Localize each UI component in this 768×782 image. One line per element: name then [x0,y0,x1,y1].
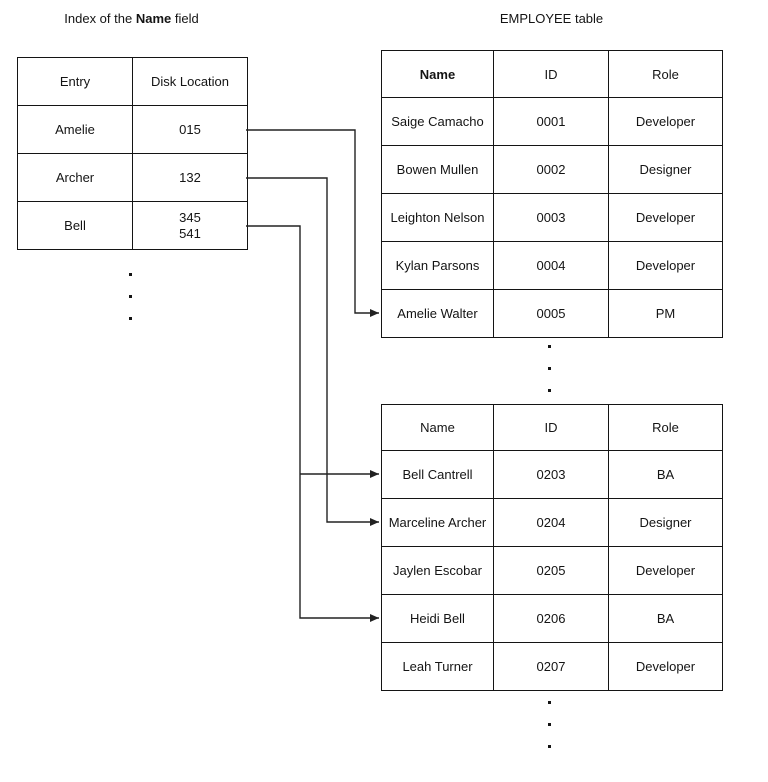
cell-name: Marceline Archer [381,498,494,547]
cell-role: BA [608,594,723,643]
cell-id: 0204 [493,498,609,547]
column-header-role: Role [608,50,723,98]
cell-role: Developer [608,97,723,146]
cell-name: Bowen Mullen [381,145,494,194]
cell-id: 0003 [493,193,609,242]
table-row: Saige Camacho 0001 Developer [381,97,723,146]
cell-name: Leighton Nelson [381,193,494,242]
table-row: Archer 132 [17,153,248,202]
index-title-suffix: field [171,11,199,26]
table-row: Kylan Parsons 0004 Developer [381,241,723,290]
cell-name: Kylan Parsons [381,241,494,290]
column-header-id: ID [493,50,609,98]
table-row: Heidi Bell 0206 BA [381,594,723,643]
table-row: Amelie Walter 0005 PM [381,289,723,338]
column-header-id: ID [493,404,609,451]
table-row: Leah Turner 0207 Developer [381,642,723,691]
cell-role: Designer [608,498,723,547]
cell-disk-location: 345 541 [132,201,248,250]
employee-header-row: Name ID Role [381,404,723,451]
column-header-entry: Entry [17,57,133,106]
cell-id: 0001 [493,97,609,146]
cell-role: Developer [608,642,723,691]
cell-name: Saige Camacho [381,97,494,146]
employee-table-title: EMPLOYEE table [499,11,604,26]
cell-role: Designer [608,145,723,194]
cell-entry: Archer [17,153,133,202]
employee-header-row: Name ID Role [381,50,723,98]
cell-entry: Bell [17,201,133,250]
cell-role: Developer [608,193,723,242]
cell-role: BA [608,450,723,499]
column-header-name: Name [381,50,494,98]
cell-id: 0002 [493,145,609,194]
vertical-ellipsis-icon [129,273,132,320]
arrow-archer-to-0204 [246,177,379,526]
cell-name: Bell Cantrell [381,450,494,499]
table-row: Bell Cantrell 0203 BA [381,450,723,499]
table-row: Bell 345 541 [17,201,248,250]
cell-id: 0005 [493,289,609,338]
cell-id: 0207 [493,642,609,691]
table-row: Marceline Archer 0204 Designer [381,498,723,547]
table-row: Amelie 015 [17,105,248,154]
cell-entry: Amelie [17,105,133,154]
cell-role: Developer [608,546,723,595]
cell-id: 0206 [493,594,609,643]
cell-role: Developer [608,241,723,290]
employee-table-bottom: Name ID Role Bell Cantrell 0203 BA Marce… [381,404,723,691]
index-header-row: Entry Disk Location [17,57,248,106]
cell-id: 0004 [493,241,609,290]
vertical-ellipsis-icon [548,345,551,392]
arrow-amelie-to-0005 [246,129,379,317]
table-row: Leighton Nelson 0003 Developer [381,193,723,242]
index-title: Index of the Name field [17,11,246,26]
cell-name: Amelie Walter [381,289,494,338]
table-row: Jaylen Escobar 0205 Developer [381,546,723,595]
column-header-disk-location: Disk Location [132,57,248,106]
cell-disk-location: 015 [132,105,248,154]
cell-name: Heidi Bell [381,594,494,643]
column-header-role: Role [608,404,723,451]
employee-table-top: Name ID Role Saige Camacho 0001 Develope… [381,50,723,338]
cell-disk-location: 132 [132,153,248,202]
cell-id: 0203 [493,450,609,499]
cell-name: Jaylen Escobar [381,546,494,595]
cell-name: Leah Turner [381,642,494,691]
index-title-prefix: Index of the [64,11,136,26]
column-header-name: Name [381,404,494,451]
index-table: Entry Disk Location Amelie 015 Archer 13… [17,57,248,250]
cell-role: PM [608,289,723,338]
arrow-bell-to-0206 [246,225,379,622]
table-row: Bowen Mullen 0002 Designer [381,145,723,194]
cell-id: 0205 [493,546,609,595]
vertical-ellipsis-icon [548,701,551,748]
index-title-field-name: Name [135,11,172,26]
